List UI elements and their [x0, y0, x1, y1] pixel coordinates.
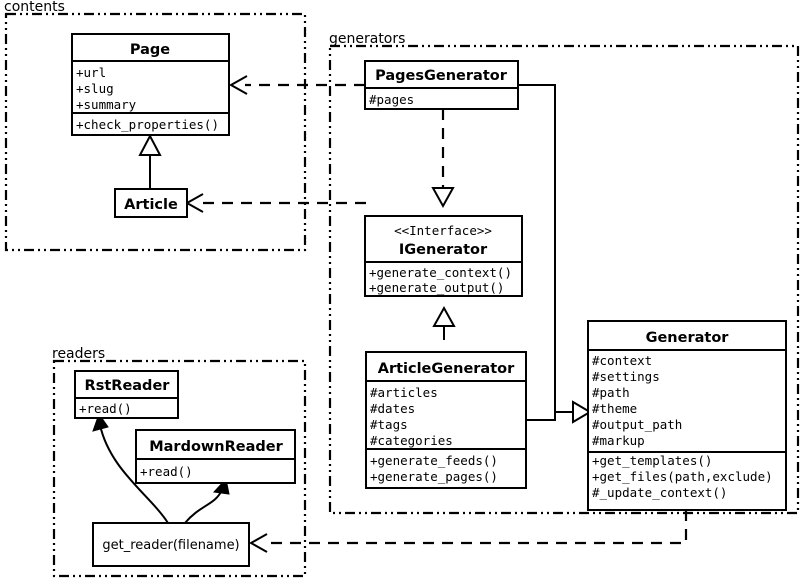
class-igenerator-stereotype: <<Interface>> — [394, 223, 492, 238]
relation-pagesgenerator-realizes-igenerator — [431, 109, 455, 209]
class-box-generator[interactable]: Generator #context #settings #path #them… — [587, 320, 787, 511]
class-generator-method: +get_templates() — [592, 453, 712, 468]
function-box-get-reader[interactable]: get_reader(filename) — [92, 522, 250, 567]
class-box-igenerator[interactable]: <<Interface>> IGenerator +generate_conte… — [364, 215, 523, 297]
class-box-article-generator[interactable]: ArticleGenerator #articles #dates #tags … — [365, 351, 527, 489]
package-generators-label: generators — [329, 31, 405, 47]
class-generator-attribute: #path — [592, 385, 630, 400]
class-article-generator-attribute: #articles — [370, 385, 438, 400]
class-article-generator-title: ArticleGenerator — [378, 361, 515, 377]
class-rst-reader-title: RstReader — [85, 378, 171, 394]
package-contents: contents — [4, 0, 307, 252]
class-mardown-reader-title: MardownReader — [149, 439, 283, 455]
class-generator-method: #_update_context() — [592, 485, 727, 500]
function-get-reader-label: get_reader(filename) — [102, 538, 239, 553]
relation-articlegenerator-to-generator — [526, 400, 592, 424]
class-article-title: Article — [124, 197, 178, 213]
class-page-attribute: +url — [76, 65, 106, 80]
package-contents-boundary — [4, 12, 307, 252]
class-mardown-reader-frame — [135, 429, 296, 484]
package-readers-boundary — [52, 359, 307, 578]
class-pages-generator-frame — [364, 60, 519, 110]
class-generator-attribute: #output_path — [592, 417, 682, 432]
class-page-attribute: +slug — [76, 81, 114, 96]
class-box-rst-reader[interactable]: RstReader +read() — [74, 370, 179, 419]
class-page-frame — [71, 33, 230, 136]
class-rst-reader-frame — [74, 370, 179, 419]
class-page-title: Page — [130, 42, 170, 58]
class-article-generator-attribute: #categories — [370, 433, 453, 448]
class-article-generator-method: +generate_feeds() — [370, 453, 498, 468]
class-generator-title: Generator — [646, 330, 730, 346]
package-generators: generators — [328, 31, 800, 515]
class-box-pages-generator[interactable]: PagesGenerator #pages — [364, 60, 519, 110]
class-article-frame — [114, 188, 188, 218]
relation-generator-uses-get-reader — [248, 510, 688, 553]
relation-articlegenerator-realizes-igenerator — [432, 305, 456, 340]
class-article-generator-method: +generate_pages() — [370, 469, 498, 484]
class-pages-generator-title: PagesGenerator — [375, 68, 508, 84]
class-igenerator-frame — [364, 215, 523, 297]
class-generator-method: +get_files(path,exclude) — [592, 469, 773, 484]
class-page-method: +check_properties() — [76, 117, 219, 132]
relation-article-inherits-page — [138, 133, 162, 189]
relation-get-reader-returns-rstreader — [92, 412, 169, 524]
class-box-page[interactable]: Page +url +slug +summary +check_properti… — [71, 33, 230, 136]
function-get-reader-frame — [92, 522, 250, 567]
class-box-article[interactable]: Article — [114, 188, 188, 218]
package-readers: readers — [52, 346, 307, 578]
package-generators-boundary — [328, 44, 800, 515]
class-mardown-reader-method: +read() — [140, 464, 193, 479]
class-rst-reader-method: +read() — [79, 401, 132, 416]
relation-articlegenerator-uses-article — [184, 193, 366, 213]
package-contents-label: contents — [4, 0, 65, 15]
class-article-generator-attribute: #tags — [370, 417, 408, 432]
class-article-generator-frame — [365, 351, 527, 489]
class-article-generator-attribute: #dates — [370, 401, 415, 416]
class-generator-attribute: #context — [592, 353, 652, 368]
class-pages-generator-attribute: #pages — [369, 92, 414, 107]
class-igenerator-title: IGenerator — [399, 242, 488, 258]
class-generator-attribute: #markup — [592, 433, 645, 448]
package-readers-label: readers — [52, 346, 105, 362]
class-igenerator-method: +generate_output() — [369, 280, 504, 295]
class-generator-attribute: #theme — [592, 401, 637, 416]
class-box-mardown-reader[interactable]: MardownReader +read() — [135, 429, 296, 484]
class-page-attribute: +summary — [76, 97, 137, 112]
relation-get-reader-returns-mardownreader — [184, 477, 230, 524]
class-generator-attribute: #settings — [592, 369, 660, 384]
relation-pagesgenerator-uses-page — [228, 75, 365, 95]
class-igenerator-method: +generate_context() — [369, 265, 512, 280]
class-generator-frame — [587, 320, 787, 511]
